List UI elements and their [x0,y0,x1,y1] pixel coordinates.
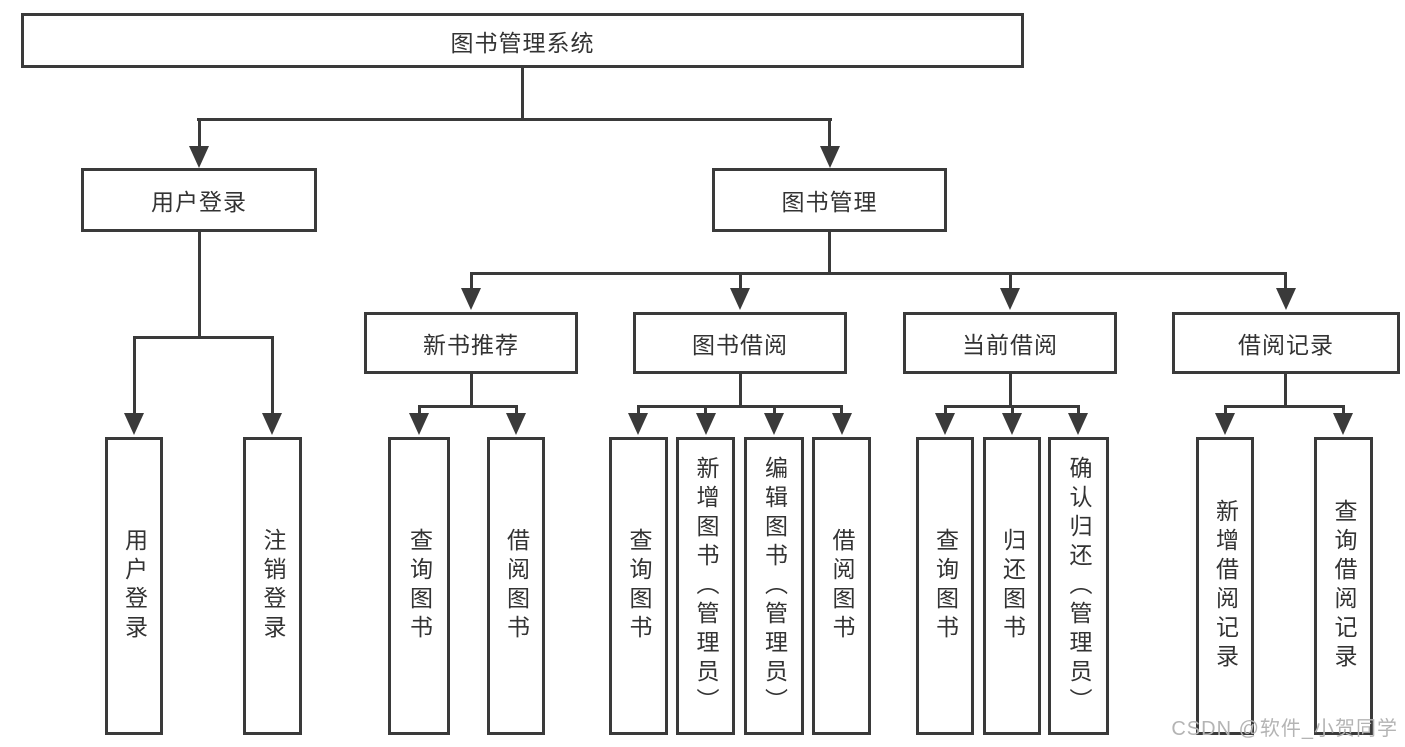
leaf-label: 新增借阅记录 [1212,499,1239,673]
connector-to-user-login [198,121,201,146]
arrowhead-icon [1276,288,1296,310]
leaf-label: 借阅图书 [503,528,530,644]
connector-borrow-records-stem [1284,374,1287,407]
arrowhead-icon [730,288,750,310]
leaf-label: 查询图书 [626,528,652,644]
connector-leaf-line [944,405,947,413]
connector-leaf-line [840,405,843,413]
connector-book-borrow-bar [637,405,843,408]
node-current-borrow: 当前借阅 [903,312,1117,374]
watermark: CSDN @软件_小贺同学 [1171,718,1398,740]
arrowhead-icon [764,413,784,435]
connector-to-book-borrow [739,275,742,288]
leaf-edit-books-admin: 编辑图书（管理员） [744,437,804,735]
connector-user-login-bar [133,336,274,339]
connector-to-login-leaf [133,339,136,413]
connector-leaf-line [704,405,707,413]
connector-book-management-stem [828,232,831,274]
arrowhead-icon [832,413,852,435]
leaf-query-books-1: 查询图书 [388,437,450,735]
leaf-label: 借阅图书 [829,528,855,644]
node-borrow-records: 借阅记录 [1172,312,1400,374]
connector-leaf-line [418,405,421,413]
arrowhead-icon [1215,413,1235,435]
arrowhead-icon [696,413,716,435]
connector-user-login-stem [198,232,201,338]
connector-level2-bar [197,118,832,121]
arrowhead-icon [820,146,840,168]
connector-leaf-line [1011,405,1014,413]
connector-book-borrow-stem [739,374,742,407]
connector-leaf-line [1224,405,1227,413]
connector-leaf-line [1342,405,1345,413]
leaf-label: 编辑图书（管理员） [761,455,788,717]
leaf-query-books-3: 查询图书 [916,437,974,735]
arrowhead-icon [1068,413,1088,435]
leaf-label: 用户登录 [121,528,148,644]
arrowhead-icon [506,413,526,435]
connector-to-new-book [470,275,473,288]
arrowhead-icon [935,413,955,435]
arrowhead-icon [461,288,481,310]
leaf-borrow-books-1: 借阅图书 [487,437,545,735]
leaf-return-books: 归还图书 [983,437,1041,735]
leaf-borrow-books-2: 借阅图书 [812,437,871,735]
leaf-add-borrow-record: 新增借阅记录 [1196,437,1254,735]
connector-leaf-line [637,405,640,413]
arrowhead-icon [1002,413,1022,435]
arrowhead-icon [124,413,144,435]
node-book-management: 图书管理 [712,168,947,232]
leaf-label: 归还图书 [999,528,1026,644]
leaf-query-books-2: 查询图书 [609,437,668,735]
leaf-label: 注销登录 [260,528,286,644]
connector-leaf-line [1077,405,1080,413]
leaf-label: 查询图书 [932,528,959,644]
arrowhead-icon [189,146,209,168]
arrowhead-icon [1333,413,1353,435]
connector-current-borrow-stem [1009,374,1012,407]
connector-leaf-line [773,405,776,413]
leaf-logout: 注销登录 [243,437,302,735]
node-user-login: 用户登录 [81,168,317,232]
connector-new-book-bar [418,405,518,408]
leaf-label: 新增图书（管理员） [693,455,719,717]
connector-to-borrow-records [1284,275,1287,288]
leaf-query-borrow-record: 查询借阅记录 [1314,437,1373,735]
connector-root-stem [521,68,524,120]
arrowhead-icon [628,413,648,435]
connector-level3-bar [470,272,1287,275]
leaf-label: 查询借阅记录 [1331,499,1357,673]
connector-to-logout-leaf [271,339,274,413]
connector-new-book-stem [470,374,473,407]
node-new-book-recommend: 新书推荐 [364,312,578,374]
connector-to-current-borrow [1009,275,1012,288]
leaf-confirm-return-admin: 确认归还（管理员） [1048,437,1109,735]
leaf-user-login: 用户登录 [105,437,163,735]
node-library-management-system: 图书管理系统 [21,13,1024,68]
arrowhead-icon [409,413,429,435]
arrowhead-icon [1000,288,1020,310]
node-book-borrow: 图书借阅 [633,312,847,374]
leaf-label: 确认归还（管理员） [1066,455,1092,717]
connector-borrow-records-bar [1224,405,1345,408]
leaf-add-books-admin: 新增图书（管理员） [676,437,735,735]
leaf-label: 查询图书 [406,528,433,644]
connector-to-book-management [828,121,831,146]
connector-leaf-line [515,405,518,413]
arrowhead-icon [262,413,282,435]
